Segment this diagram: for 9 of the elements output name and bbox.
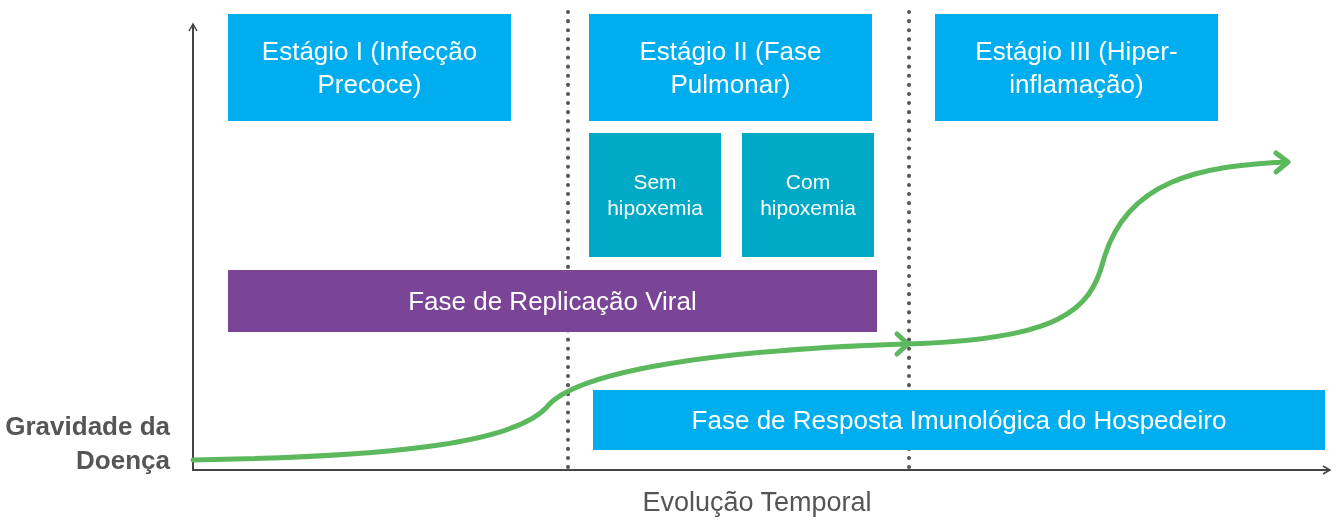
stage-box: Com hipoxemia bbox=[742, 133, 874, 257]
axis-label: Gravidade da Doença bbox=[4, 410, 170, 477]
stage-box: Fase de Replicação Viral bbox=[228, 270, 877, 332]
axis-label: Evolução Temporal bbox=[641, 489, 873, 516]
stage-box: Fase de Resposta Imunológica do Hospedeiro bbox=[593, 390, 1325, 450]
stage-box: Estágio I (Infecção Precoce) bbox=[228, 14, 511, 121]
stage-box: Estágio III (Hiper-inflamação) bbox=[935, 14, 1218, 121]
stage-box: Sem hipoxemia bbox=[589, 133, 721, 257]
stage-box: Estágio II (Fase Pulmonar) bbox=[589, 14, 872, 121]
